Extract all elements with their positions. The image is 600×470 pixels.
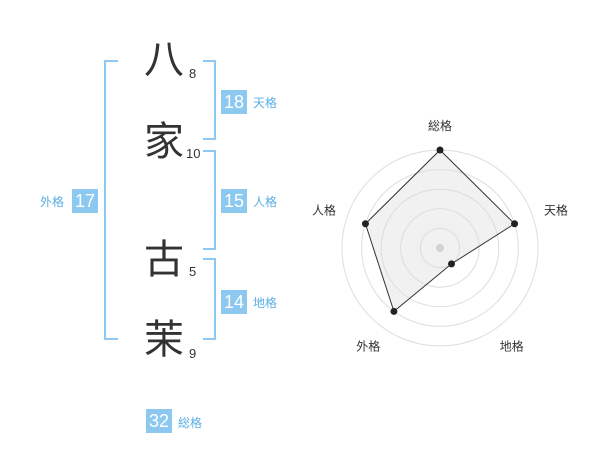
radar-ring-2 xyxy=(400,208,480,288)
radar-axis-label-0: 総格 xyxy=(428,118,452,133)
radar-axis-label-1: 天格 xyxy=(544,202,568,217)
tenkaku-bracket xyxy=(203,60,216,140)
name-char-2: 家 xyxy=(144,119,184,165)
soukaku-value: 32 xyxy=(146,409,172,433)
chikaku-label: 地格 xyxy=(253,296,278,310)
radar-point-天格 xyxy=(511,220,519,228)
jinkaku-value: 15 xyxy=(221,189,247,213)
chikaku-bracket xyxy=(203,258,216,340)
radar-axis-label-3: 外格 xyxy=(356,339,380,354)
stroke-count-4: 9 xyxy=(189,346,197,361)
radar-polygon xyxy=(364,149,516,313)
name-char-3: 古 xyxy=(144,237,184,283)
radar-point-総格 xyxy=(436,146,444,154)
stroke-count-3: 5 xyxy=(189,264,197,279)
radar-ring-4 xyxy=(361,169,519,327)
stroke-count-1: 8 xyxy=(189,66,197,81)
radar-point-地格 xyxy=(448,260,456,268)
radar-ring-3 xyxy=(380,188,500,308)
chikaku-value: 14 xyxy=(221,290,247,314)
name-char-4: 茉 xyxy=(144,317,184,363)
radar-axis-label-4: 人格 xyxy=(312,202,336,217)
name-char-1: 八 xyxy=(144,37,184,83)
radar-point-人格 xyxy=(361,220,369,228)
jinkaku-label: 人格 xyxy=(253,195,278,209)
tenkaku-value: 18 xyxy=(221,90,247,114)
jinkaku-bracket xyxy=(203,150,216,250)
gaikaku-value: 17 xyxy=(72,189,98,213)
radar-axis-label-2: 地格 xyxy=(500,339,524,354)
soukaku-label: 総格 xyxy=(178,416,203,430)
stroke-count-2: 10 xyxy=(186,146,201,161)
gaikaku-label: 外格 xyxy=(40,195,65,209)
radar-ring-1 xyxy=(419,227,461,269)
tenkaku-label: 天格 xyxy=(253,96,278,110)
radar-point-外格 xyxy=(390,307,398,315)
radar-center-dot xyxy=(436,244,444,252)
gaikaku-bracket xyxy=(104,60,118,340)
